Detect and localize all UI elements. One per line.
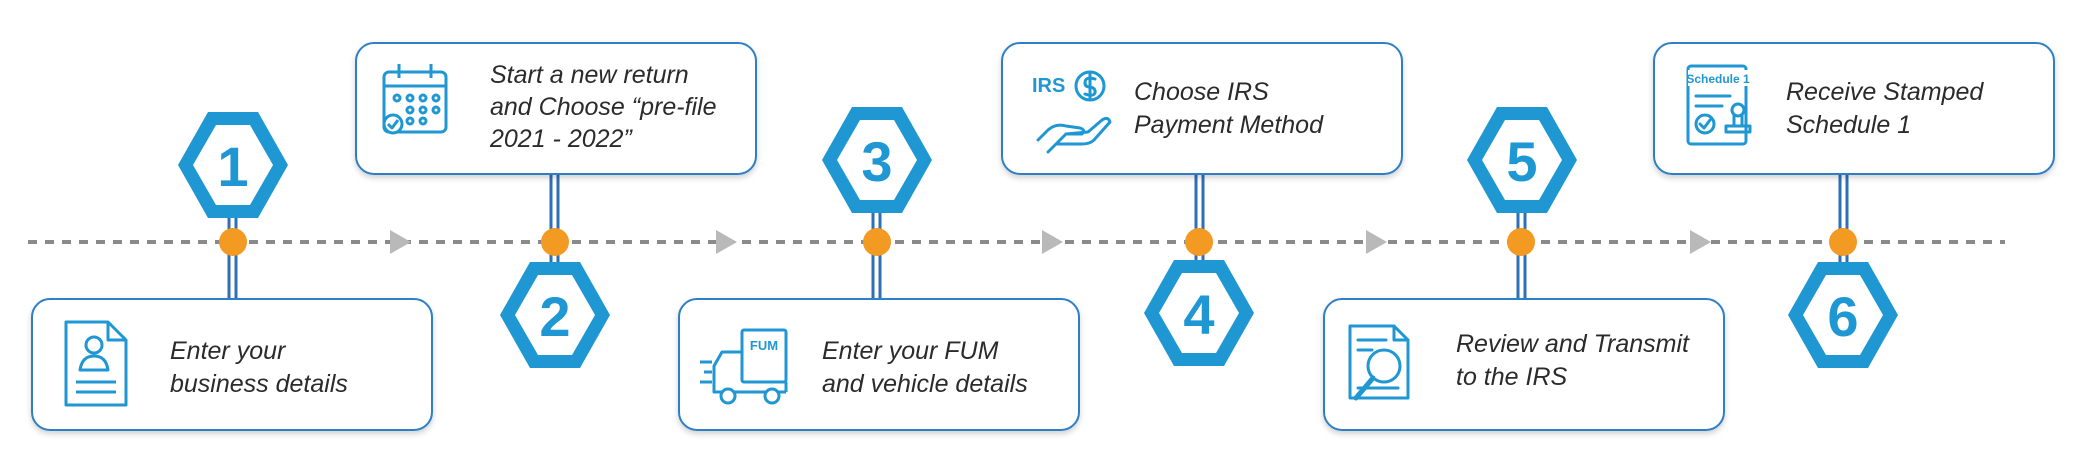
step-text-line: to the IRS bbox=[1456, 363, 1567, 391]
step-text-line: and Choose “pre-file bbox=[490, 93, 717, 121]
svg-text:and Choose “pre-file: and Choose “pre-file bbox=[490, 93, 717, 121]
svg-text:and vehicle details: and vehicle details bbox=[822, 370, 1028, 398]
timeline-node bbox=[541, 228, 569, 256]
truck-icon: FUM bbox=[700, 328, 788, 405]
timeline-arrow bbox=[1042, 230, 1063, 254]
timeline-node bbox=[863, 228, 891, 256]
timeline-node bbox=[219, 228, 247, 256]
profile-document-icon bbox=[64, 320, 128, 407]
step-6: Schedule 1 Receive Stamped Schedule 1 6 bbox=[1653, 42, 2055, 368]
step-text-line: business details bbox=[170, 370, 348, 398]
step-text-line: and vehicle details bbox=[822, 370, 1028, 398]
icon-label: IRS bbox=[1032, 75, 1065, 97]
step-card: Start a new return and Choose “pre-file … bbox=[355, 42, 757, 175]
step-badge-hexagon: 4 bbox=[1144, 260, 1254, 366]
step-text-line: Review and Transmit bbox=[1456, 330, 1690, 358]
timeline-arrow bbox=[1690, 230, 1711, 254]
step-text-line: Start a new return bbox=[490, 61, 689, 89]
step-badge-hexagon: 2 bbox=[500, 262, 610, 368]
hand-dollar-icon: IRS bbox=[1032, 70, 1112, 154]
step-text-line: 2021 - 2022” bbox=[489, 125, 633, 153]
timeline-node bbox=[1507, 228, 1535, 256]
timeline-arrow bbox=[1366, 230, 1387, 254]
step-number: 6 bbox=[1827, 285, 1858, 348]
svg-text:business details: business details bbox=[170, 370, 348, 398]
step-number: 4 bbox=[1183, 283, 1214, 346]
svg-text:Payment Method: Payment Method bbox=[1134, 111, 1324, 139]
step-card: IRS Choose IRS Payment Method bbox=[1001, 42, 1403, 175]
svg-text:Enter your FUM: Enter your FUM bbox=[822, 337, 999, 365]
svg-text:Choose IRS: Choose IRS bbox=[1134, 78, 1269, 106]
step-card: Review and Transmit to the IRS bbox=[1323, 298, 1725, 431]
stamped-schedule-icon: Schedule 1 bbox=[1686, 64, 1752, 146]
timeline-node bbox=[1829, 228, 1857, 256]
step-4: IRS Choose IRS Payment Method 4 bbox=[1001, 42, 1403, 366]
step-5: 5 Review and Transmit to the IRS bbox=[1323, 107, 1725, 431]
timeline-arrow bbox=[390, 230, 411, 254]
step-number: 2 bbox=[539, 285, 570, 348]
document-magnifier-icon bbox=[1348, 324, 1410, 401]
timeline-node bbox=[1185, 228, 1213, 256]
svg-text:Schedule 1: Schedule 1 bbox=[1786, 111, 1911, 139]
step-number: 1 bbox=[217, 135, 248, 198]
svg-text:Review and Transmit: Review and Transmit bbox=[1456, 330, 1690, 358]
step-text-line: Enter your FUM bbox=[822, 337, 999, 365]
svg-text:Start a new return: Start a new return bbox=[490, 61, 689, 89]
step-badge-hexagon: 5 bbox=[1467, 107, 1577, 213]
svg-text:Receive Stamped: Receive Stamped bbox=[1786, 78, 1984, 106]
step-3: 3 FUM Enter your FUM bbox=[678, 107, 1080, 431]
step-2: Start a new return and Choose “pre-file … bbox=[355, 42, 757, 368]
step-card: Enter your business details bbox=[31, 298, 433, 431]
icon-label: Schedule 1 bbox=[1686, 72, 1750, 86]
step-card: Schedule 1 Receive Stamped Schedule 1 bbox=[1653, 42, 2055, 175]
step-1: 1 Enter your business details bbox=[31, 112, 433, 431]
step-number: 3 bbox=[861, 130, 892, 193]
step-text-line: Payment Method bbox=[1134, 111, 1324, 139]
step-text-line: Choose IRS bbox=[1134, 78, 1269, 106]
svg-text:2021 - 2022”: 2021 - 2022” bbox=[489, 125, 633, 153]
step-text-line: Enter your bbox=[170, 337, 287, 365]
icon-label: FUM bbox=[750, 338, 778, 353]
step-text-line: Schedule 1 bbox=[1786, 111, 1911, 139]
timeline-arrow bbox=[716, 230, 737, 254]
svg-text:Enter your: Enter your bbox=[170, 337, 287, 365]
svg-text:to the IRS: to the IRS bbox=[1456, 363, 1567, 391]
step-text-line: Receive Stamped bbox=[1786, 78, 1984, 106]
step-badge-hexagon: 3 bbox=[822, 107, 932, 213]
step-card: FUM Enter your FUM and vehicle details bbox=[678, 298, 1080, 431]
timeline-arrows bbox=[390, 230, 1711, 254]
step-badge-hexagon: 6 bbox=[1788, 262, 1898, 368]
step-number: 5 bbox=[1506, 130, 1537, 193]
calendar-check-icon bbox=[382, 64, 448, 135]
step-badge-hexagon: 1 bbox=[178, 112, 288, 218]
